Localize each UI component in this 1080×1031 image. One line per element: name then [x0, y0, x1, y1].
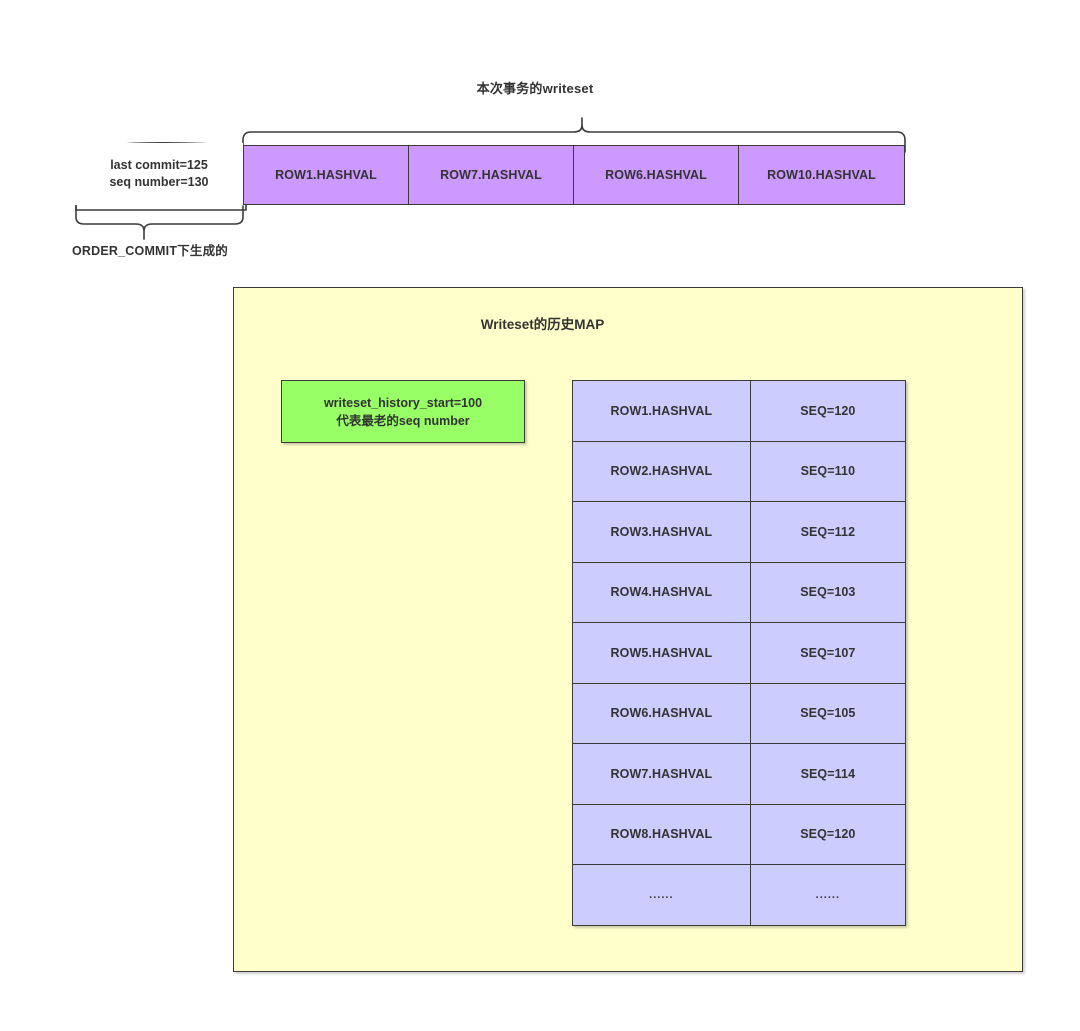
row-seq-cell: SEQ=105 — [749, 682, 907, 744]
last-commit-value: last commit=125 — [110, 158, 208, 172]
row-seq-cell: SEQ=120 — [749, 380, 907, 442]
writeset-title-text: 本次事务的writeset — [476, 81, 594, 96]
row-seq-cell: SEQ=114 — [749, 743, 907, 805]
writeset-cell: ROW10.HASHVAL — [739, 146, 904, 204]
row-seq-cell: SEQ=120 — [749, 803, 907, 865]
row-hash-cell: ROW1.HASHVAL — [572, 380, 751, 442]
order-commit-label: ORDER_COMMIT下生成的 — [72, 244, 228, 258]
row-hash-cell: ROW5.HASHVAL — [572, 622, 751, 684]
row-hash-cell: ROW4.HASHVAL — [572, 561, 751, 623]
row-hash-cell: ROW8.HASHVAL — [572, 803, 751, 865]
commit-meta-box: last commit=125 seq number=130 — [75, 143, 243, 205]
row-hash-cell: ROW2.HASHVAL — [572, 440, 751, 502]
writeset-span-brace-icon — [242, 117, 906, 153]
seq-number-value: seq number=130 — [109, 175, 209, 189]
writeset-cell: ROW6.HASHVAL — [574, 146, 739, 204]
row-seq-cell: SEQ=103 — [749, 561, 907, 623]
writeset-cell-row: ROW1.HASHVAL ROW7.HASHVAL ROW6.HASHVAL R… — [243, 145, 905, 205]
row-seq-cell: ...... — [749, 864, 907, 926]
writeset-title: 本次事务的writeset — [0, 78, 1080, 97]
writeset-cell: ROW7.HASHVAL — [409, 146, 574, 204]
writeset-history-start-note: writeset_history_start=100 代表最老的seq numb… — [281, 380, 525, 443]
row-hash-cell: ROW7.HASHVAL — [572, 743, 751, 805]
order-commit-brace-icon — [75, 205, 244, 240]
row-hash-cell: ...... — [572, 864, 751, 926]
row-seq-cell: SEQ=107 — [749, 622, 907, 684]
row-hash-cell: ROW3.HASHVAL — [572, 501, 751, 563]
table-row: ............ — [572, 864, 907, 926]
history-map-title: Writeset的历史MAP — [0, 313, 1080, 333]
history-start-value: writeset_history_start=100 — [323, 395, 483, 410]
row-seq-cell: SEQ=110 — [749, 440, 907, 502]
row-hash-cell: ROW6.HASHVAL — [572, 682, 751, 744]
row-seq-cell: SEQ=112 — [749, 501, 907, 563]
writeset-cell: ROW1.HASHVAL — [244, 146, 409, 204]
history-map-title-text: Writeset的历史MAP — [480, 317, 605, 332]
history-start-description: 代表最老的seq number — [336, 413, 470, 428]
